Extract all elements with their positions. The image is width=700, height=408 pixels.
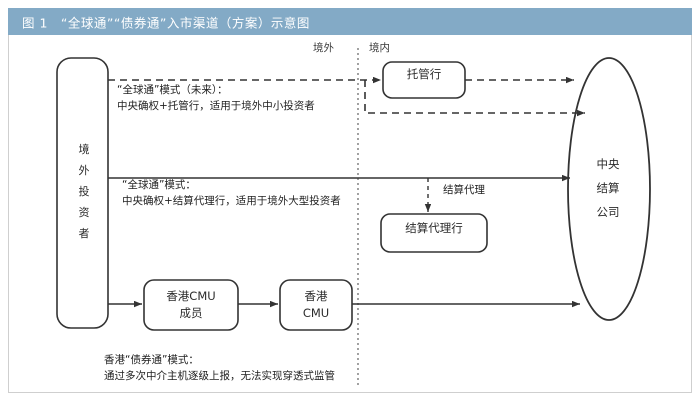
figure-header: 图 1 “全球通”“债券通”入市渠道（方案）示意图 xyxy=(8,8,692,35)
node-settlement-agent-bank xyxy=(380,213,488,253)
edge-label-settlement-agent: 结算代理 xyxy=(443,184,485,196)
figure-title: 图 1 “全球通”“债券通”入市渠道（方案）示意图 xyxy=(22,15,310,30)
node-label-custodian-bank: 托管行 xyxy=(406,67,442,81)
node-label-investor: 境 外 投 资 者 xyxy=(78,143,90,240)
node-label-ccdc: 中央 结算 公司 xyxy=(596,157,620,220)
annotation-hk-bondconnect: 香港“债券通”模式： 通过多次中介主机逐级上报，无法实现穿透式监管 xyxy=(104,354,335,383)
boundary-label-onshore: 境内 xyxy=(369,42,390,54)
node-ccdc xyxy=(567,57,651,321)
node-label-hk-cmu: 香港 CMU xyxy=(302,289,330,320)
node-hk-cmu-member xyxy=(143,279,239,331)
annotation-globalbond: “全球通”模式： 中央确权+结算代理行，适用于境外大型投资者 xyxy=(122,179,341,208)
node-hk-cmu xyxy=(279,279,353,331)
node-investor xyxy=(56,57,109,329)
boundary-label-offshore: 境外 xyxy=(313,42,334,54)
annotation-globalbond-future: “全球通”模式（未来）： 中央确权+托管行，适用于境外中小投资者 xyxy=(117,84,315,113)
node-label-hk-cmu-member: 香港CMU 成员 xyxy=(166,289,216,320)
node-label-settlement-agent-bank: 结算代理行 xyxy=(405,221,463,235)
